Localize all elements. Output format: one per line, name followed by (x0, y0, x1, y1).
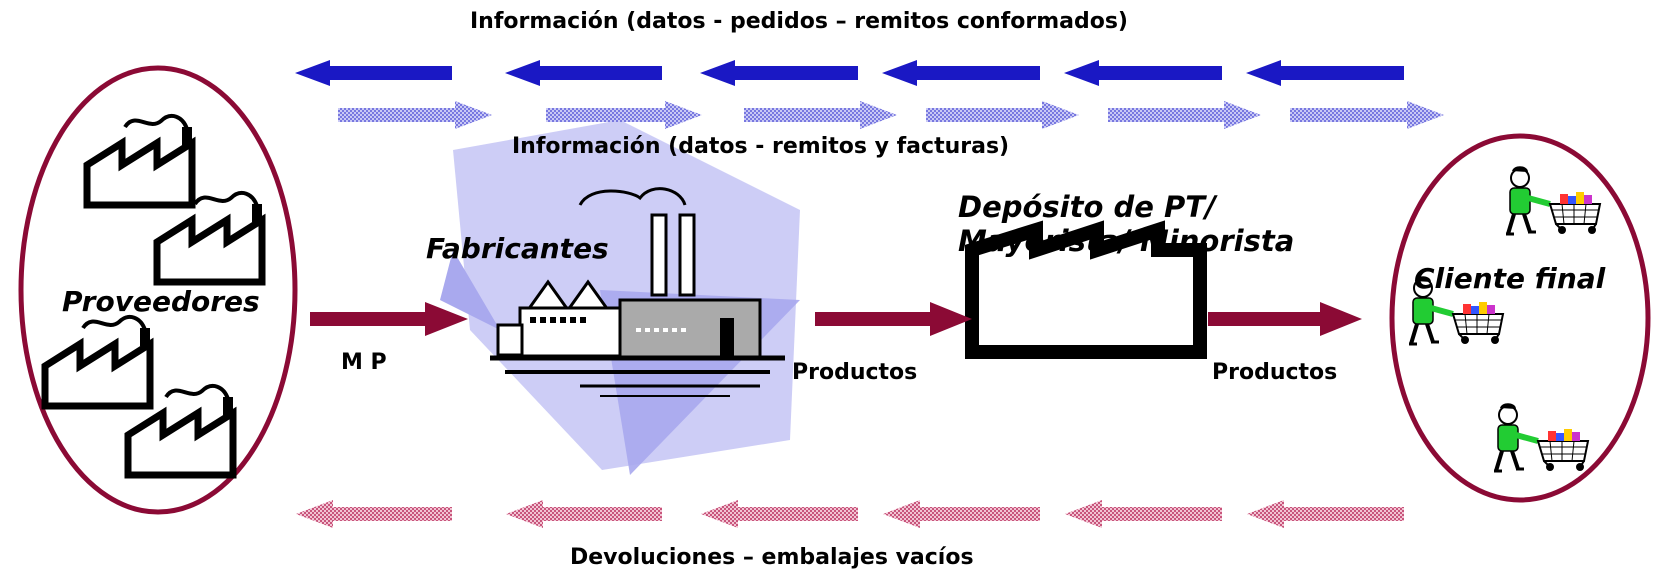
info-middle-label: Información (datos - remitos y facturas) (512, 134, 1010, 159)
manufacturers-label: Fabricantes (426, 232, 609, 265)
shopper-icon (1506, 166, 1600, 234)
info-arrow-left (1064, 60, 1222, 86)
flow-arrow (1208, 302, 1362, 336)
shopper-icon (1494, 403, 1588, 471)
return-arrow (883, 500, 1040, 528)
factory-backdrop (440, 120, 800, 475)
suppliers-label: Proveedores (62, 285, 260, 318)
supplier-factory-icon (45, 317, 150, 406)
info-top-label: Información (datos - pedidos – remitos c… (470, 9, 1128, 34)
info-arrow-left (505, 60, 662, 86)
info-arrow-right (338, 101, 492, 129)
flow-arrow (310, 302, 468, 336)
suppliers-ellipse (18, 65, 298, 515)
warehouse-label-line1: Depósito de PT/ (958, 190, 1216, 224)
info-arrows-top (295, 60, 1404, 86)
info-arrow-right (1290, 101, 1444, 129)
info-arrow-left (1246, 60, 1404, 86)
info-arrow-left (295, 60, 452, 86)
returns-label: Devoluciones – embalajes vacíos (570, 545, 974, 570)
flow-arrow (815, 302, 972, 336)
info-arrow-left (882, 60, 1040, 86)
info-arrows-middle (338, 101, 1444, 129)
return-arrows (296, 500, 1404, 528)
info-arrow-right (926, 101, 1079, 129)
products-label-1: Productos (792, 360, 918, 385)
return-arrow (1065, 500, 1222, 528)
info-arrow-right (1108, 101, 1261, 129)
info-arrow-right (744, 101, 897, 129)
products-label-2: Productos (1212, 360, 1338, 385)
return-arrow (506, 500, 662, 528)
supplier-factory-icon (87, 116, 192, 205)
raw-material-label: M P (341, 350, 387, 375)
final-customer-label: Cliente final (1414, 262, 1606, 295)
return-arrow (296, 500, 452, 528)
warehouse-icon (965, 220, 1207, 359)
info-arrow-left (700, 60, 858, 86)
return-arrow (701, 500, 858, 528)
info-arrow-right (546, 101, 702, 129)
manufacturer-plant-icon (490, 187, 785, 397)
customer-ellipse (1389, 133, 1651, 503)
flow-arrows (310, 302, 1362, 336)
warehouse-label-line2: Mayorista/ Minorista (958, 224, 1295, 258)
return-arrow (1247, 500, 1404, 528)
